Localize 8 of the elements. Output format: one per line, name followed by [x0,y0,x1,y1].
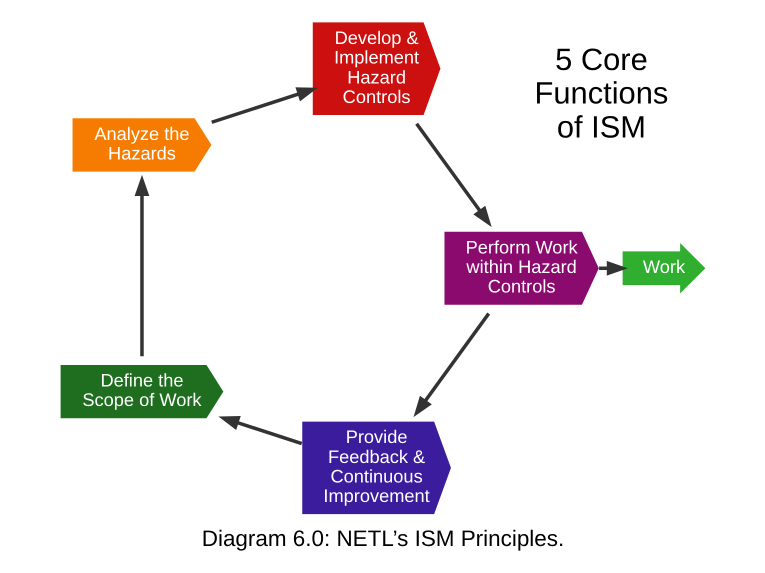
arrow [414,122,492,228]
arrow [413,312,490,418]
arrow [218,416,302,446]
caption: Diagram 6.0: NETL’s ISM Principles. [201,526,564,552]
label: 5 Core Functions of ISM [534,42,668,144]
arrow [210,87,318,124]
arrow [598,260,628,276]
arrow [134,174,149,356]
